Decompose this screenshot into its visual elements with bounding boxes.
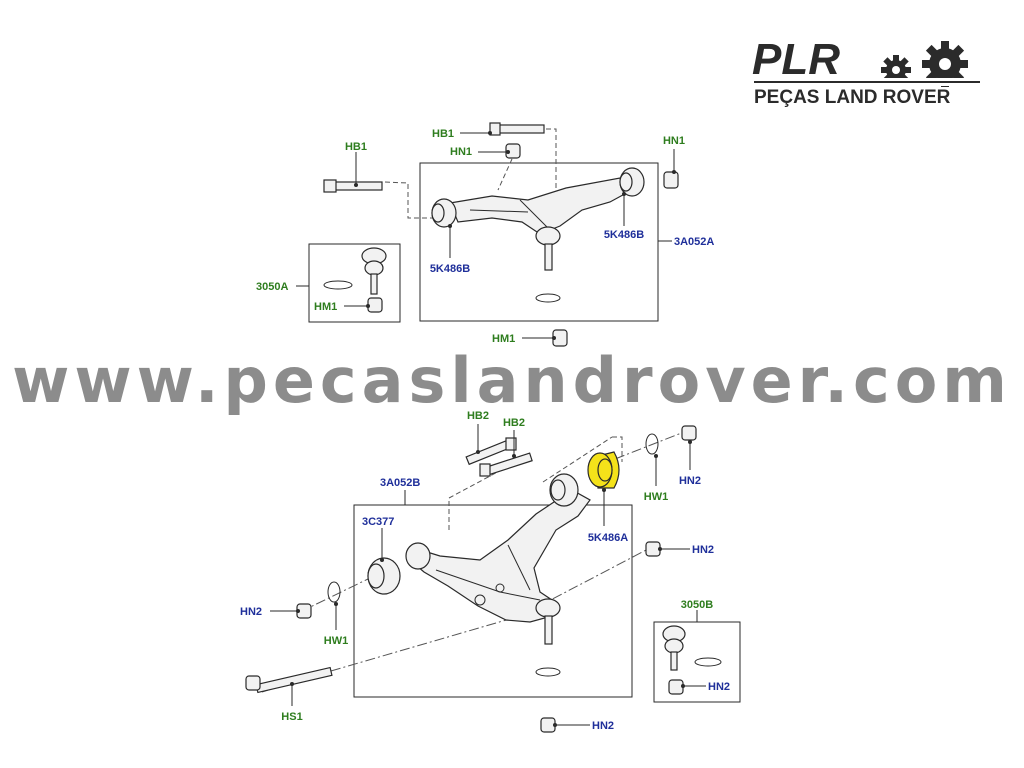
label-3050b: 3050B <box>681 599 713 611</box>
lower-arm-group-box <box>353 504 633 698</box>
label-hm1-kit: HM1 <box>314 301 337 313</box>
bolt-hb2-a <box>465 437 517 466</box>
bushing-3c377 <box>367 557 401 595</box>
nut-hn1-right <box>663 171 679 189</box>
watermark-url: www.pecaslandrover.com <box>12 344 1012 417</box>
gear-icon <box>860 41 982 87</box>
upper-ball-joint-kit-box <box>308 243 401 323</box>
label-3c377: 3C377 <box>362 516 394 528</box>
bolt-hs1 <box>245 666 333 694</box>
brand-logo: PLR PEÇAS LAND ROVER <box>752 35 982 108</box>
label-3a052a: 3A052A <box>674 236 714 248</box>
label-hw1-left: HW1 <box>324 635 348 647</box>
nut-hn2-bottom <box>540 717 556 733</box>
label-5k486b-left: 5K486B <box>430 263 470 275</box>
lower-control-arm-assembly: HB2 HB2 3A052B 3C377 5K486A HN2 HW1 HN2 … <box>240 410 741 733</box>
label-5k486a: 5K486A <box>588 532 628 544</box>
bolt-hb1-top <box>489 122 545 136</box>
nut-hn1-top <box>505 143 521 159</box>
upper-arm-group-box <box>419 162 659 322</box>
lower-ball-joint-arm <box>535 598 561 677</box>
upper-control-arm <box>449 177 633 235</box>
label-hs1: HS1 <box>281 711 302 723</box>
upper-control-arm-assembly: HB1 HB1 HN1 HN1 5K486B 3A052A 5K486B 305… <box>256 122 714 347</box>
upper-ball-joint-kit <box>323 247 387 313</box>
label-5k486b-right: 5K486B <box>604 229 644 241</box>
washer-hw1-left <box>327 581 341 603</box>
bushing-5k486b-right <box>619 167 645 197</box>
bolt-hb1-left <box>323 179 383 193</box>
washer-hw1-right <box>645 433 659 455</box>
label-hn2-bottom: HN2 <box>592 720 614 732</box>
bolt-hb2-b <box>479 452 533 477</box>
brand-short: PLR <box>752 35 840 84</box>
lower-arm-rear-eye <box>405 542 431 570</box>
label-hn2-top-right: HN2 <box>679 475 701 487</box>
upper-ball-joint-arm <box>535 226 561 303</box>
label-3a052b: 3A052B <box>380 477 420 489</box>
nut-hn2-top-right <box>681 425 697 441</box>
label-hb1-top: HB1 <box>432 128 454 140</box>
lower-control-arm <box>409 489 591 623</box>
bushing-5k486b-left <box>431 198 457 228</box>
label-hn1-right: HN1 <box>663 135 685 147</box>
label-hb2-a: HB2 <box>467 410 489 422</box>
label-hb1-left: HB1 <box>345 141 367 153</box>
lower-ball-joint-kit <box>662 625 722 695</box>
nut-hn2-mid-right <box>645 541 661 557</box>
label-hm1-bottom: HM1 <box>492 333 515 345</box>
label-hn2-mid-right: HN2 <box>692 544 714 556</box>
label-hw1-right: HW1 <box>644 491 668 503</box>
label-hb2-b: HB2 <box>503 417 525 429</box>
label-hn2-left: HN2 <box>240 606 262 618</box>
label-3050a: 3050A <box>256 281 288 293</box>
brand-tagline: PEÇAS LAND ROVER <box>754 87 951 108</box>
label-hn1-top: HN1 <box>450 146 472 158</box>
bushing-5k486a-highlight <box>587 451 620 489</box>
label-hn2-kit: HN2 <box>708 681 730 693</box>
